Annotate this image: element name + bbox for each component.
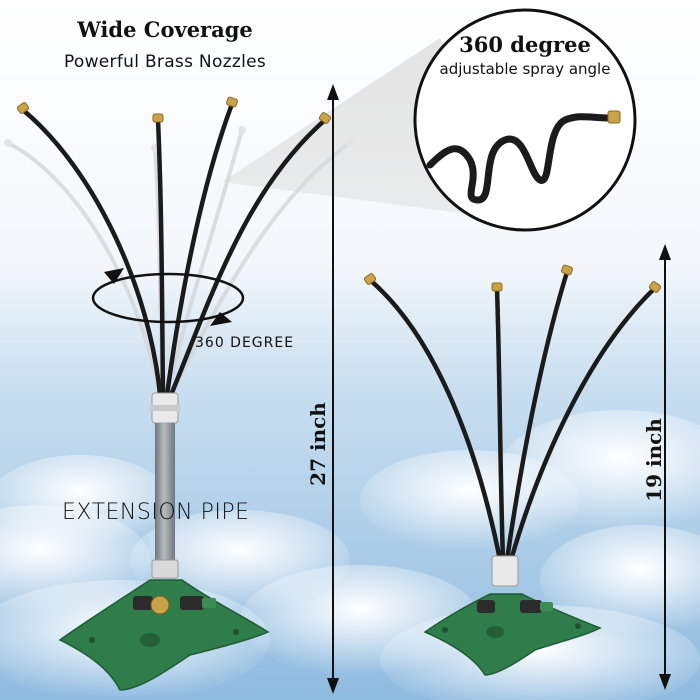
right-hoses bbox=[367, 269, 658, 563]
callout-title: 360 degree bbox=[459, 32, 591, 57]
headline: Wide Coverage bbox=[77, 17, 253, 42]
left-hoses bbox=[20, 101, 328, 398]
rotation-arrow-icon bbox=[91, 268, 245, 326]
extended-height-label: 27 inch bbox=[306, 402, 330, 486]
left-base bbox=[58, 579, 270, 691]
extension-pipe-label: EXTENSION PIPE bbox=[62, 500, 250, 525]
dimension-arrow-icon bbox=[327, 84, 671, 694]
right-sprinkler-head bbox=[491, 555, 519, 587]
left-nozzles bbox=[16, 96, 332, 124]
clouds bbox=[0, 410, 700, 700]
callout-subtitle: adjustable spray angle bbox=[439, 60, 611, 78]
right-nozzles bbox=[363, 264, 662, 293]
standard-height-label: 19 inch bbox=[642, 418, 666, 502]
subheadline: Powerful Brass Nozzles bbox=[63, 52, 267, 72]
magnifier-callout bbox=[413, 8, 637, 232]
rotation-label: 360 DEGREE bbox=[195, 335, 295, 351]
right-base bbox=[423, 593, 602, 676]
extension-pipe bbox=[155, 423, 175, 573]
